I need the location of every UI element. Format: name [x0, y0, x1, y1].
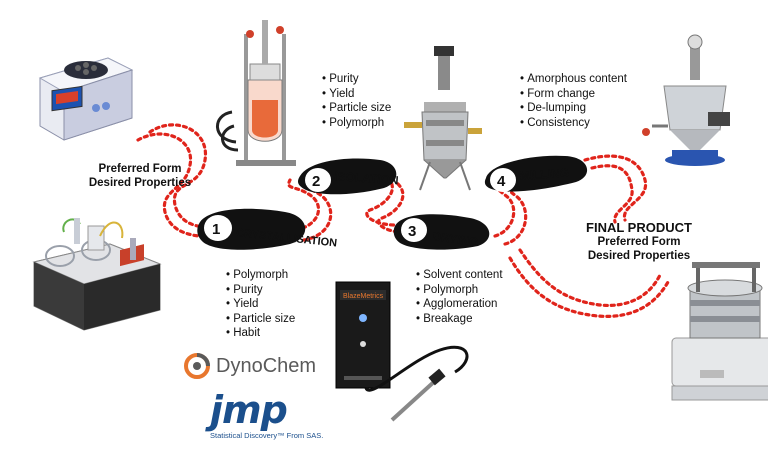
probe-brand-label: BlazeMetrics — [343, 293, 384, 300]
step-3-label: DRYING — [432, 229, 480, 249]
sieve-shaker-image — [671, 262, 768, 401]
list-item: Particle size — [226, 312, 295, 327]
parallel-synthesiser-image — [32, 218, 162, 331]
list-item: Purity — [226, 283, 295, 298]
preferred-form-left: Preferred Form Desired Properties — [80, 162, 200, 190]
preferred-form-left-line1: Preferred Form — [98, 163, 182, 175]
step-3-drying: 3 DRYING — [393, 214, 490, 250]
milling-properties-list: Amorphous content Form change De-lumping… — [520, 72, 627, 130]
list-item: Habit — [226, 326, 295, 341]
mill-image — [642, 34, 730, 166]
step-2-number: 2 — [312, 173, 320, 190]
step-4-heel — [490, 168, 516, 192]
step-2-label: ISOLATION — [334, 169, 399, 187]
list-item: Breakage — [416, 312, 503, 327]
crystalliser-device-image — [38, 57, 134, 141]
trail-4-to-final — [583, 154, 648, 222]
list-item: Agglomeration — [416, 297, 503, 312]
trail-left-loop-b — [136, 132, 217, 238]
footprint-trail — [136, 123, 670, 318]
list-item: Polymorph — [416, 283, 503, 298]
dynochem-logo: DynoChem — [182, 350, 316, 382]
trail-final-lower — [518, 248, 662, 308]
jmp-tagline: Statistical Discovery™ From SAS. — [210, 431, 324, 440]
list-item: Polymorph — [226, 268, 295, 283]
trail-final-lower-b — [508, 256, 670, 318]
jacketed-reactor-image — [216, 20, 296, 166]
crystallisation-properties-list: Polymorph Purity Yield Particle size Hab… — [226, 268, 295, 341]
drying-probe-controller-image: BlazeMetrics — [335, 281, 469, 422]
list-item: Form change — [520, 87, 627, 102]
step-3-heel — [401, 218, 427, 242]
dynochem-wordmark: DynoChem — [216, 354, 317, 377]
list-item: De-lumping — [520, 101, 627, 116]
step-2-isolation: 2 ISOLATION — [298, 158, 399, 195]
filter-dryer-image — [404, 46, 482, 191]
preferred-form-left-line2: Desired Properties — [88, 177, 192, 189]
final-product-line2: Desired Properties — [587, 250, 691, 262]
step-1-heel — [204, 215, 232, 241]
final-product-title: FINAL PRODUCT — [586, 220, 692, 235]
final-product-line1: Preferred Form — [597, 236, 681, 248]
list-item: Purity — [322, 72, 391, 87]
jmp-wordmark: jmp — [210, 388, 288, 432]
trail-1-to-2 — [287, 178, 321, 232]
isolation-properties-list: Purity Yield Particle size Polymorph — [322, 72, 391, 130]
trail-2-to-3-b — [376, 182, 405, 234]
step-3-number: 3 — [408, 223, 416, 240]
step-2-heel — [305, 168, 331, 192]
step-4-milling: 4 MILLING — [484, 155, 588, 192]
step-1-number: 1 — [212, 221, 220, 238]
final-product-block: FINAL PRODUCT Preferred Form Desired Pro… — [584, 221, 694, 263]
list-item: Amorphous content — [520, 72, 627, 87]
trail-4-to-final-b — [590, 164, 634, 224]
dynochem-swirl-icon — [184, 353, 210, 379]
drying-properties-list: Solvent content Polymorph Agglomeration … — [416, 268, 503, 327]
list-item: Particle size — [322, 101, 391, 116]
trail-left-loop — [148, 123, 227, 229]
list-item: Yield — [322, 87, 391, 102]
list-item: Solvent content — [416, 268, 502, 283]
jmp-logo: jmp Statistical Discovery™ From SAS. — [210, 390, 330, 446]
list-item: Yield — [226, 297, 295, 312]
list-item: Polymorph — [322, 116, 391, 131]
step-4-label: MILLING — [519, 166, 569, 183]
step-1-crystallisation: 1 CRYSTALLISATION — [197, 208, 338, 250]
list-item: Consistency — [520, 116, 627, 131]
step-4-number: 4 — [497, 173, 506, 190]
